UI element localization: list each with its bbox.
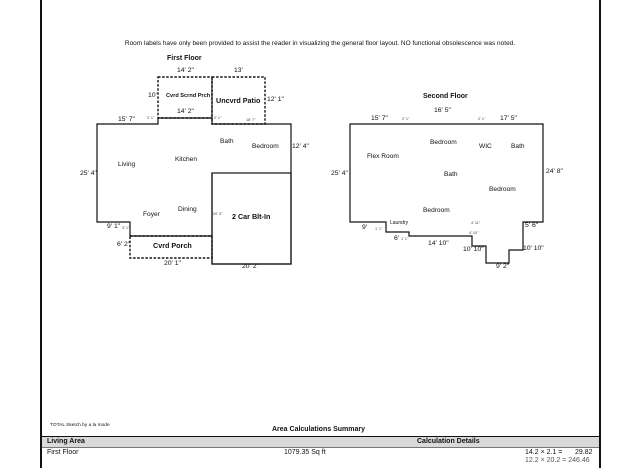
dim-second-left-side: 25' 4" [331, 170, 348, 177]
covered-porch-outline [129, 235, 213, 259]
dim-second-laundry-drop: 6' [394, 235, 400, 242]
dim-second-right-side: 24' 8" [546, 168, 563, 175]
page-frame [40, 0, 601, 468]
tiny-second-2: 2' 1" [478, 117, 486, 121]
first-floor-title: First Floor [167, 55, 202, 62]
dim-first-right-side: 12' 4" [292, 143, 309, 150]
room-flex: Flex Room [367, 153, 399, 160]
room-patio: Uncvrd Patio [216, 96, 261, 105]
room-bedroom-top: Bedroom [430, 139, 457, 146]
dim-second-bottom-right: 9' 2" [496, 263, 510, 270]
summary-col-calculation: Calculation Details [417, 438, 480, 445]
dim-first-porch-front-left: 6' 2" [117, 241, 131, 248]
tiny-first-2: 2' 1" [214, 116, 222, 120]
dim-first-left-side: 25' 4" [80, 170, 97, 177]
dim-first-bottom-porch: 20' 1" [164, 260, 181, 267]
dim-second-lower-left: 9' [362, 224, 368, 231]
summary-row-calc: 14.2 × 2.1 = [525, 449, 563, 456]
dim-second-top-left: 15' 7" [371, 115, 388, 122]
dim-second-mid-step: 10' 10" [463, 246, 484, 253]
tiny-second-6: 4' 10" [469, 231, 479, 235]
dim-first-bottom-garage: 20' 2" [242, 263, 259, 270]
tiny-second-4: 1' 1" [401, 237, 409, 241]
dim-second-top-right: 17' 5" [500, 115, 517, 122]
tiny-first-1: 2' 1" [147, 116, 155, 120]
dim-second-top-mid: 16' 5" [434, 107, 451, 114]
disclaimer-note: Room labels have only been provided to a… [124, 40, 516, 47]
room-laundry: Laundry [390, 220, 409, 226]
summary-header-bar [42, 436, 599, 448]
tiny-first-5: 3' 1" [122, 226, 130, 230]
tiny-first-3: 18' 7" [246, 118, 256, 122]
room-bath-first: Bath [220, 138, 234, 145]
tiny-first-4: 20' 3" [213, 212, 223, 216]
tiny-second-5: 4' 11" [471, 221, 481, 225]
tiny-second-3: 1' 1" [375, 227, 383, 231]
dim-first-left-top: 15' 7" [118, 116, 135, 123]
dim-first-lower-left: 9' 1" [107, 223, 121, 230]
screened-porch-outline [157, 76, 213, 119]
room-dining: Dining [178, 206, 197, 213]
dim-first-patio-right: 12' 1" [267, 96, 284, 103]
second-floor-outline [349, 123, 544, 264]
dim-first-top-patio: 13' [234, 67, 243, 74]
patio-outline [211, 76, 266, 125]
summary-title: Area Calculations Summary [272, 426, 365, 433]
summary-row-value: 29.82 [575, 449, 593, 456]
dim-second-bottom-mid: 14' 10" [428, 240, 449, 247]
tiny-second-1: 2' 1" [402, 117, 410, 121]
room-bedroom-bottom: Bedroom [423, 207, 450, 214]
room-garage: 2 Car Blt-In [232, 212, 271, 221]
summary-row-area: 1079.35 Sq ft [284, 449, 326, 456]
room-bath-right: Bath [511, 143, 525, 150]
room-bedroom-right: Bedroom [489, 186, 516, 193]
dim-first-porch-bottom: 14' 2" [177, 108, 194, 115]
dim-second-right-step: 5' 6" [525, 222, 539, 229]
room-foyer: Foyer [143, 211, 160, 218]
room-bedroom-first: Bedroom [252, 143, 279, 150]
summary-col-living-area: Living Area [47, 438, 85, 445]
room-living: Living [118, 161, 136, 168]
sketch-credit: TOTAL Sketch by a la mode [50, 423, 110, 428]
room-wic: WIC [479, 143, 492, 150]
second-floor-title: Second Floor [423, 93, 468, 100]
dim-first-porch-left: 10' [148, 92, 157, 99]
dim-first-top-porch: 14' 2" [177, 67, 194, 74]
room-covered-porch: Cvrd Porch [153, 241, 192, 250]
room-kitchen: Kitchen [175, 156, 197, 163]
summary-partial-row: 12.2 × 20.2 = 246.46 [525, 457, 590, 464]
room-bath-mid: Bath [444, 171, 458, 178]
room-screened-porch: Cvrd Scrnd Prch [166, 93, 211, 99]
summary-row-name: First Floor [47, 449, 79, 456]
dim-second-right-lower: 10' 10" [523, 245, 544, 252]
